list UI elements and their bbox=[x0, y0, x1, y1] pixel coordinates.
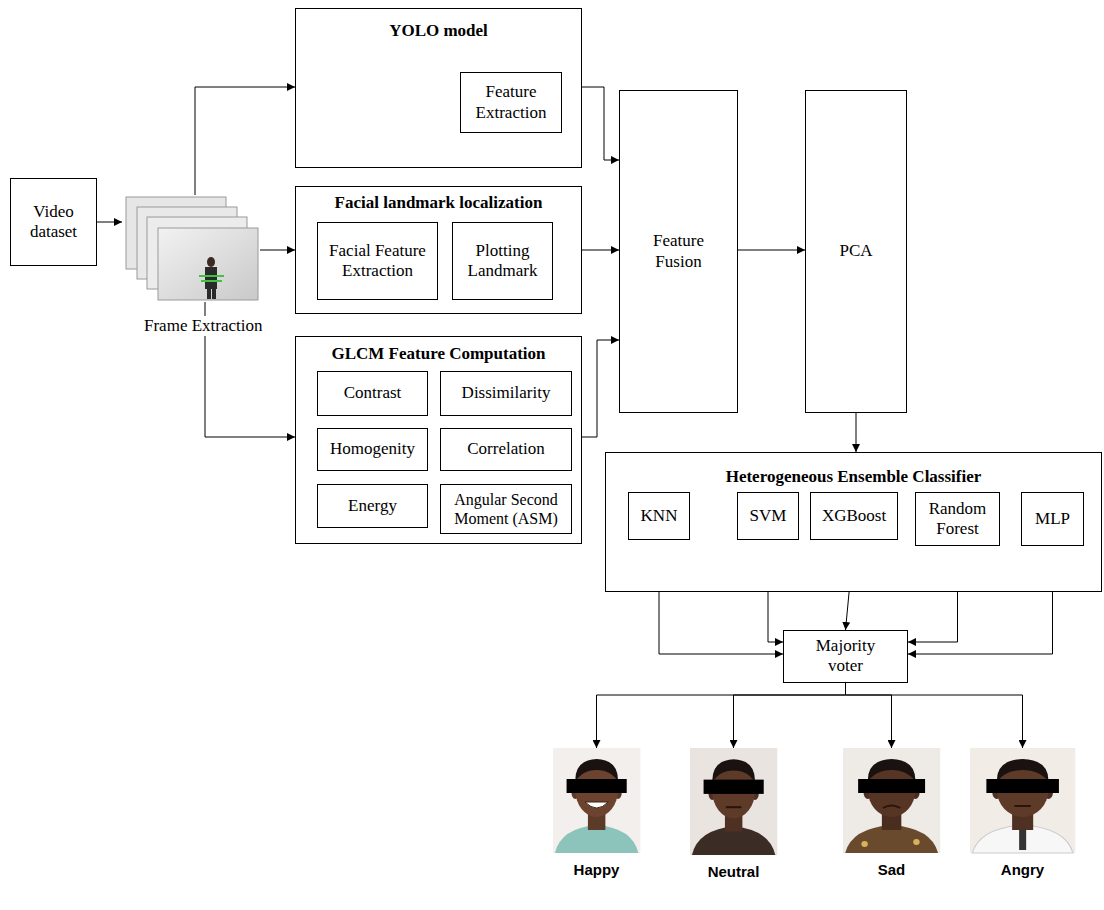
connector bbox=[738, 250, 805, 251]
box-label: SVM bbox=[750, 506, 787, 526]
face-photo bbox=[843, 748, 940, 853]
caption-label: Neutral bbox=[706, 863, 762, 881]
connector bbox=[195, 87, 295, 195]
box-label: Majority voter bbox=[808, 636, 883, 677]
connector bbox=[846, 683, 892, 748]
emotion-face: Neutral bbox=[690, 748, 777, 855]
classifier-box: MLP bbox=[1021, 492, 1084, 546]
emotion-face: Happy bbox=[553, 748, 640, 853]
connector bbox=[856, 413, 857, 452]
feature-box: Angular Second Moment (ASM) bbox=[440, 484, 572, 534]
box-label: XGBoost bbox=[822, 506, 886, 526]
module-box: YOLO modelFeature Extraction bbox=[295, 8, 582, 168]
voter-box: Majority voter bbox=[783, 630, 908, 683]
connector bbox=[97, 222, 122, 223]
classifier-box: XGBoost bbox=[810, 492, 898, 540]
connector bbox=[582, 340, 619, 437]
caption-label: Angry bbox=[999, 861, 1046, 879]
box-label: Homogenity bbox=[330, 439, 415, 459]
frame-stack: Frame Extraction bbox=[122, 195, 260, 302]
process-box: Feature Extraction bbox=[460, 72, 562, 133]
box-label: Random Forest bbox=[919, 499, 996, 540]
process-box: Feature Fusion bbox=[619, 90, 738, 413]
emotion-face: Sad bbox=[843, 748, 940, 853]
box-label: MLP bbox=[1035, 509, 1070, 529]
module-box: Facial landmark localizationFacial Featu… bbox=[295, 186, 582, 314]
module-title: GLCM Feature Computation bbox=[296, 344, 581, 364]
classifier-box: KNN bbox=[628, 492, 690, 540]
frame-stack-picture bbox=[126, 197, 258, 300]
caption-label: Happy bbox=[572, 861, 622, 879]
face-photo bbox=[970, 748, 1075, 853]
box-label: Plotting Landmark bbox=[459, 241, 546, 282]
module-box: GLCM Feature ComputationContrast Dissimil… bbox=[295, 336, 582, 544]
feature-box: Contrast bbox=[317, 371, 428, 416]
box-label: Video dataset bbox=[17, 202, 90, 243]
classifier-box: Random Forest bbox=[915, 492, 1000, 546]
connector bbox=[582, 87, 619, 160]
connector bbox=[597, 683, 846, 748]
module-title: YOLO model bbox=[296, 21, 581, 41]
caption-label: Sad bbox=[876, 861, 908, 879]
process-box: Plotting Landmark bbox=[452, 222, 553, 300]
process-box: PCA bbox=[805, 90, 907, 413]
box-label: Energy bbox=[348, 496, 397, 516]
feature-box: Homogenity bbox=[317, 428, 428, 471]
feature-box: Dissimilarity bbox=[440, 371, 572, 416]
connector bbox=[846, 683, 1023, 748]
connector bbox=[734, 683, 846, 748]
module-title: Facial landmark localization bbox=[296, 193, 581, 213]
input-box: Video dataset bbox=[10, 178, 97, 266]
emotion-face: Angry bbox=[970, 748, 1075, 853]
connector bbox=[260, 250, 295, 251]
box-label: Feature Fusion bbox=[638, 231, 719, 272]
box-label: Correlation bbox=[467, 439, 544, 459]
classifier-box: SVM bbox=[737, 492, 799, 540]
feature-box: Correlation bbox=[440, 428, 572, 471]
box-label: PCA bbox=[839, 241, 872, 261]
box-label: Dissimilarity bbox=[462, 383, 551, 403]
process-box: Facial Feature Extraction bbox=[317, 222, 438, 300]
feature-box: Energy bbox=[317, 484, 428, 528]
box-label: Angular Second Moment (ASM) bbox=[445, 490, 567, 528]
box-label: KNN bbox=[641, 506, 678, 526]
module-title: Heterogeneous Ensemble Classifier bbox=[606, 467, 1101, 487]
face-photo bbox=[690, 748, 777, 855]
box-label: Contrast bbox=[344, 383, 402, 403]
module-box: Heterogeneous Ensemble ClassifierKNN SVM X… bbox=[605, 452, 1102, 592]
connector bbox=[582, 250, 619, 251]
box-label: Facial Feature Extraction bbox=[324, 241, 431, 282]
caption-label: Frame Extraction bbox=[142, 316, 265, 336]
face-photo bbox=[553, 748, 640, 853]
box-label: Feature Extraction bbox=[467, 82, 555, 123]
